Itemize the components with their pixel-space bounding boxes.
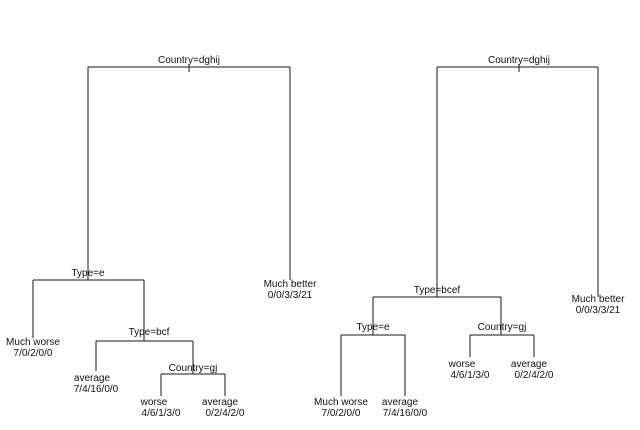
root-split-label: Country=dghij: [488, 55, 550, 66]
leaf-average-b-counts: 0/2/4/2/0: [206, 408, 245, 419]
type-bcf-split-label: Type=bcf: [129, 327, 170, 338]
leaf-much-worse-label: Much worse: [314, 397, 368, 408]
leaf-worse-label: worse: [140, 397, 168, 408]
leaf-worse-counts: 4/6/1/3/0: [142, 408, 181, 419]
leaf-much-better-counts: 0/0/3/3/21: [268, 290, 313, 301]
tree-right: Country=dghij Type=bcef Much better 0/0/…: [314, 55, 625, 419]
country-gj-split-label: Country=gj: [169, 363, 218, 374]
tree-left-edges: [32, 64, 291, 396]
type-e-split-label: Type=e: [71, 268, 105, 279]
leaf-average-a-counts: 7/4/16/0/0: [74, 384, 119, 395]
leaf-much-worse-label: Much worse: [6, 337, 60, 348]
root-split-label: Country=dghij: [158, 55, 220, 66]
leaf-average-a-counts: 7/4/16/0/0: [383, 408, 428, 419]
leaf-average-b-label: average: [511, 359, 548, 370]
country-gj-split-label: Country=gj: [478, 322, 527, 333]
leaf-worse-counts: 4/6/1/3/0: [451, 370, 490, 381]
leaf-much-better-label: Much better: [264, 279, 317, 290]
type-e-split-label: Type=e: [356, 322, 390, 333]
leaf-average-b-label: average: [202, 397, 239, 408]
leaf-much-better-label: Much better: [572, 294, 625, 305]
leaf-much-worse-counts: 7/0/2/0/0: [322, 408, 361, 419]
leaf-much-better-counts: 0/0/3/3/21: [576, 305, 621, 316]
leaf-average-a-label: average: [74, 373, 111, 384]
leaf-average-b-counts: 0/2/4/2/0: [515, 370, 554, 381]
tree-left: Country=dghij Type=e Much better 0/0/3/3…: [6, 55, 317, 419]
leaf-much-worse-counts: 7/0/2/0/0: [14, 348, 53, 359]
leaf-worse-label: worse: [448, 359, 476, 370]
type-bcef-split-label: Type=bcef: [414, 285, 461, 296]
leaf-average-a-label: average: [382, 397, 419, 408]
tree-right-edges: [340, 64, 599, 396]
